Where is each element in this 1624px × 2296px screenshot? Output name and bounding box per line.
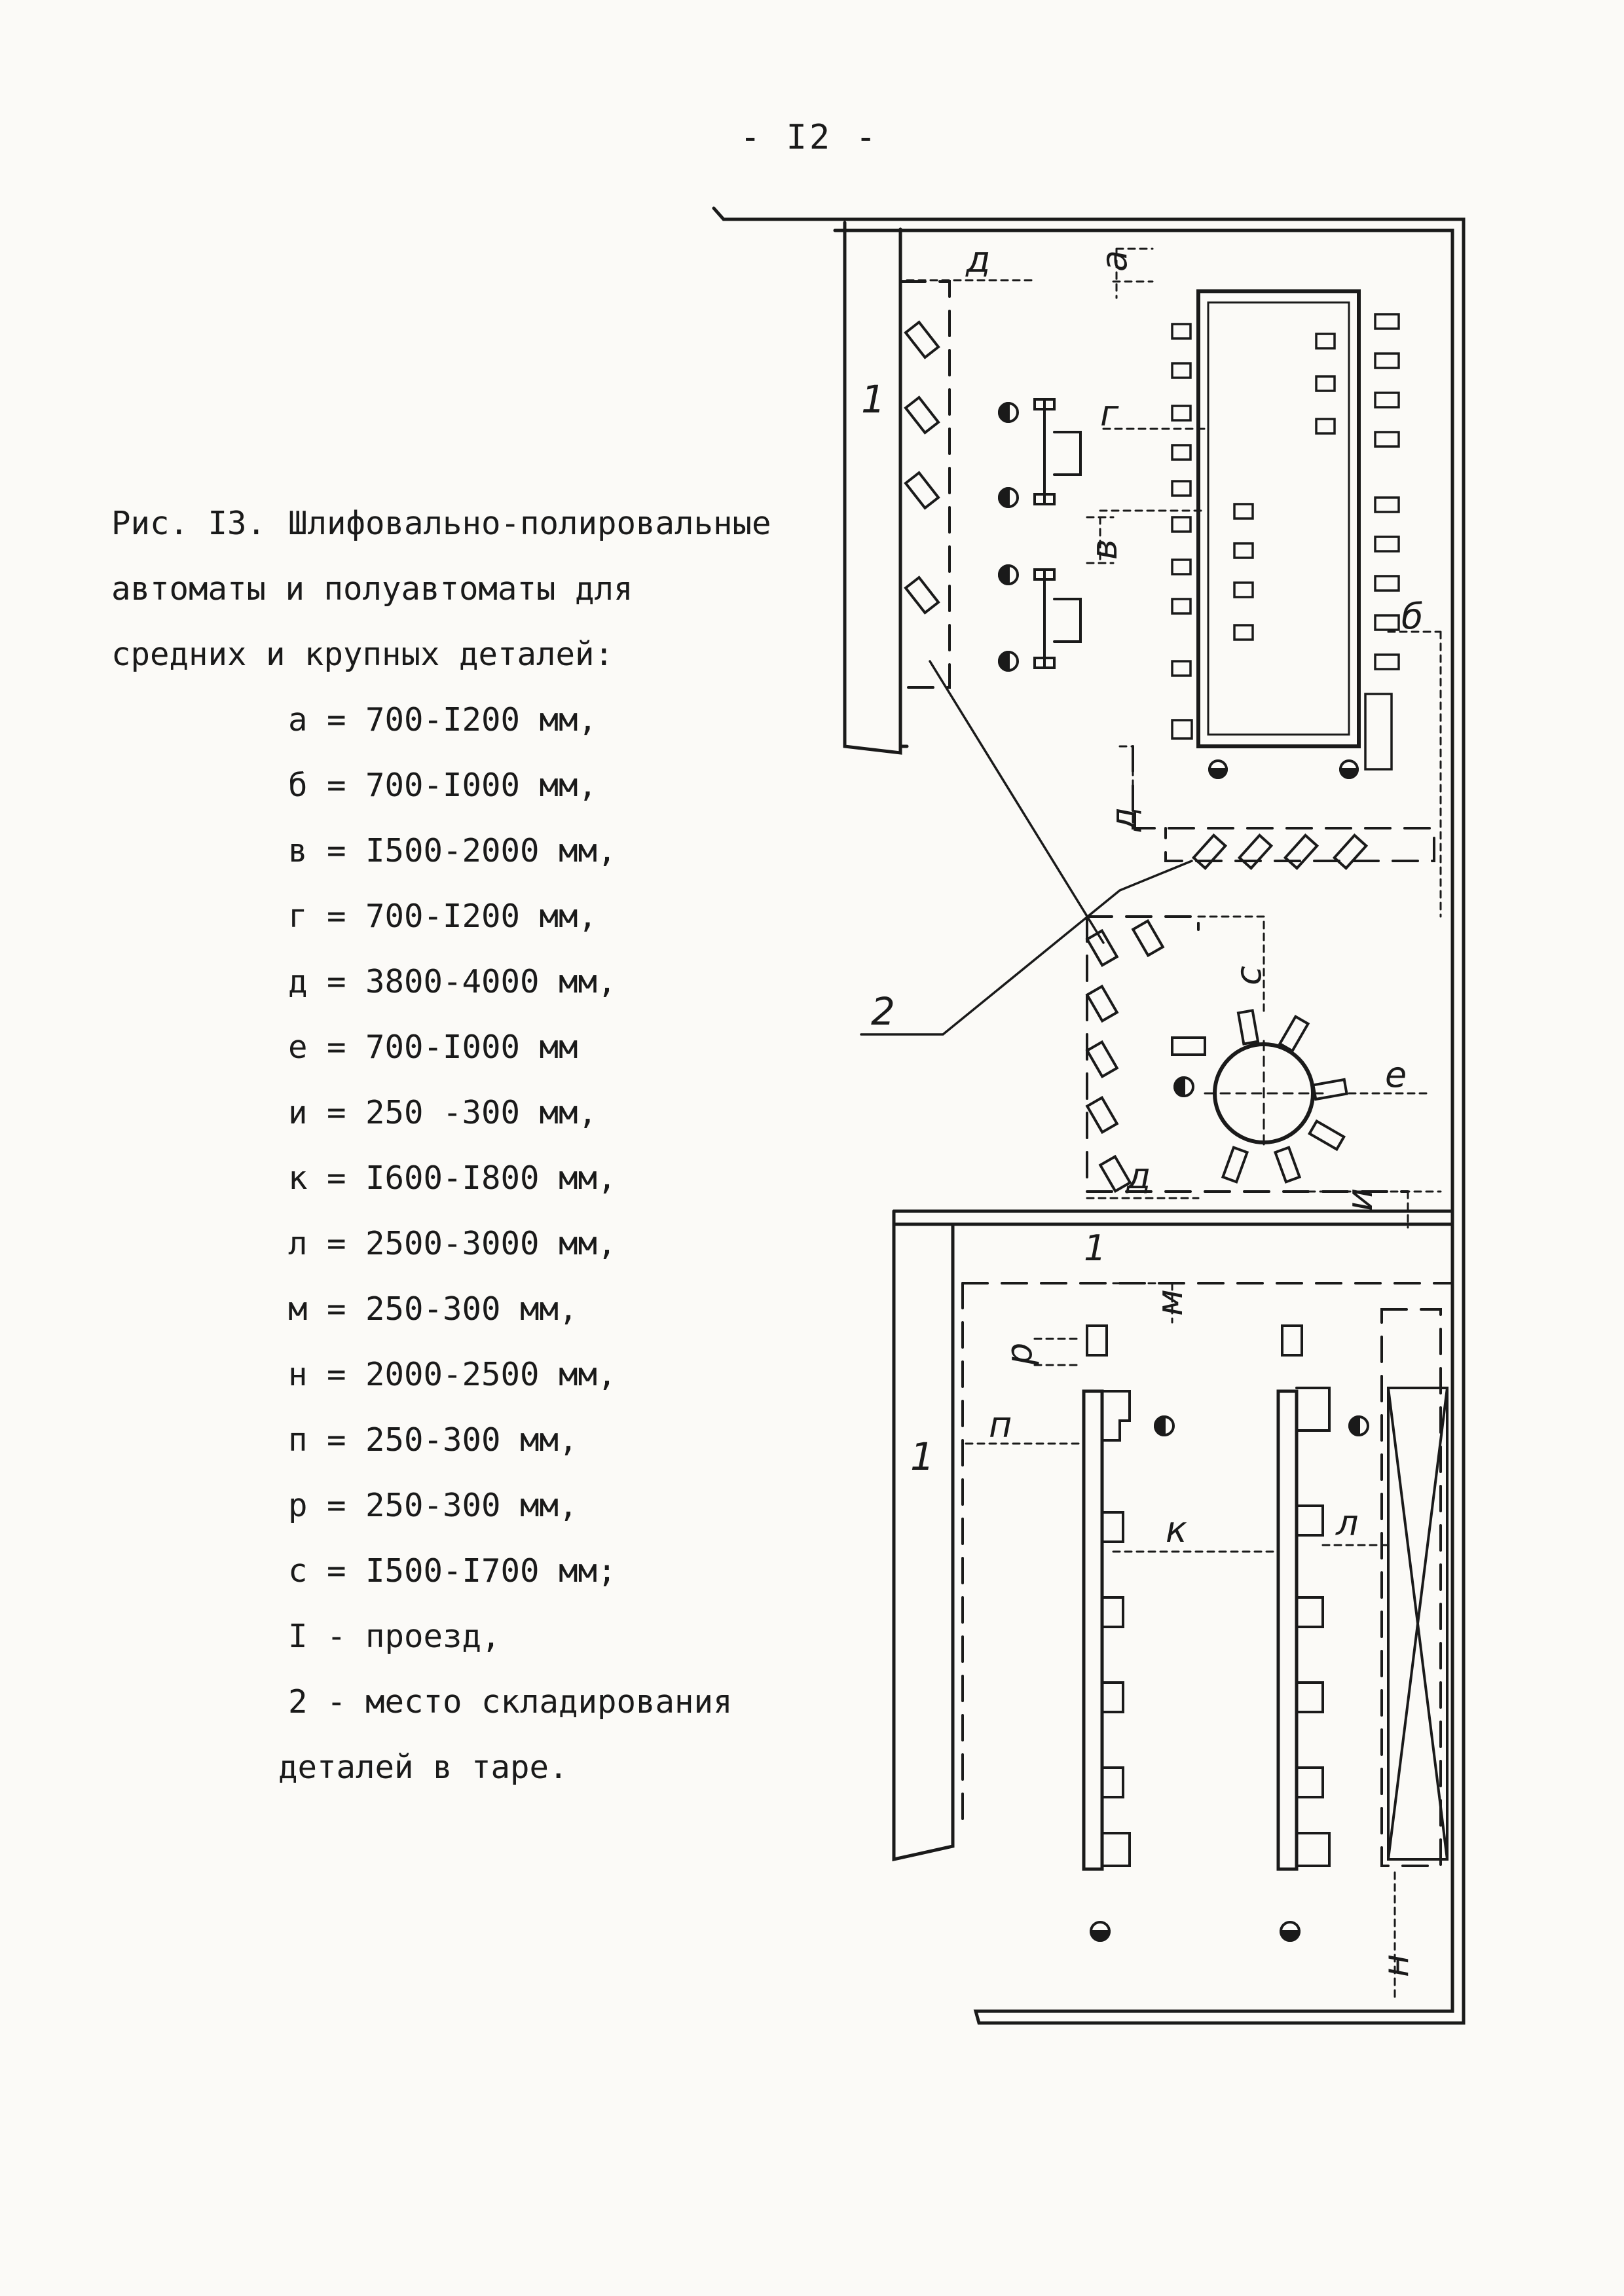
label-g: г xyxy=(1100,393,1119,434)
rack-crossed xyxy=(1387,1387,1449,1861)
dimension-m: м = 250-300 мм, xyxy=(288,1290,578,1328)
caption-title: Шлифовально-полировальные автоматы и пол… xyxy=(111,505,771,673)
dimension-e: е = 700-I000 мм xyxy=(288,1029,578,1066)
label-aisle-top: 1 xyxy=(861,377,885,422)
dimension-r: р = 250-300 мм, xyxy=(288,1487,578,1524)
page-number: - I2 - xyxy=(740,118,879,157)
label-a: а xyxy=(1094,250,1135,272)
dimension-p: п = 250-300 мм, xyxy=(288,1421,578,1459)
dimension-g: г = 700-I200 мм, xyxy=(288,898,598,935)
label-k: к xyxy=(1166,1509,1187,1550)
figure-label: Рис. I3. xyxy=(111,505,267,542)
label-d-bottom: д xyxy=(1126,1156,1151,1197)
label-m: м xyxy=(1149,1289,1190,1316)
label-b: б xyxy=(1401,596,1423,637)
label-d-mid: д xyxy=(1103,807,1145,832)
label-p: п xyxy=(989,1404,1012,1446)
enclosure-stations xyxy=(1171,313,1400,771)
legend-storage-cont: деталей в таре. xyxy=(278,1749,568,1786)
rotary-automat xyxy=(1085,919,1348,1194)
dimension-i: и = 250 -300 мм, xyxy=(288,1094,598,1131)
dimension-k: к = I600-I800 мм, xyxy=(288,1159,617,1197)
label-v: в xyxy=(1084,539,1125,560)
dimension-a: а = 700-I200 мм, xyxy=(288,701,598,738)
label-l: л xyxy=(1335,1503,1359,1544)
dimension-lines xyxy=(906,247,1442,1998)
dimension-n: н = 2000-2500 мм, xyxy=(288,1356,617,1393)
left-workpieces xyxy=(904,320,940,615)
dimension-s: с = I500-I700 мм; xyxy=(288,1552,617,1590)
diagram-labels: а д г в б д с е д и 1 м р п к л н 1 1 2 xyxy=(861,239,1423,1977)
label-e: е xyxy=(1385,1054,1407,1095)
operator-marks-top xyxy=(998,401,1359,779)
storage-leader xyxy=(860,660,1193,1036)
label-n: н xyxy=(1375,1954,1416,1977)
bottom-line-automats xyxy=(1082,1324,1303,1871)
label-i: и xyxy=(1339,1188,1380,1211)
caption-title-row: Рис. I3.Шлифовально-полировальные автома… xyxy=(111,491,779,687)
label-aisle-middle: 1 xyxy=(1084,1228,1106,1269)
top-machine-block xyxy=(1196,289,1361,748)
legend-aisle: I - проезд, xyxy=(288,1618,501,1655)
label-s: с xyxy=(1228,966,1269,985)
outer-walls xyxy=(712,206,1466,2025)
dimension-v: в = I500-2000 мм, xyxy=(288,832,617,869)
storage-row xyxy=(1191,833,1369,870)
label-storage: 2 xyxy=(871,989,895,1034)
dimension-l: л = 2500-3000 мм, xyxy=(288,1225,617,1262)
legend-storage: 2 - место складирования xyxy=(288,1683,733,1721)
dashed-zones xyxy=(899,280,1454,1867)
label-d-top: д xyxy=(965,239,990,280)
dimension-d: д = 3800-4000 мм, xyxy=(288,963,617,1000)
figure-caption: Рис. I3.Шлифовально-полировальные автома… xyxy=(111,491,779,1800)
semi-automats-top xyxy=(1033,398,1082,669)
bottom-line-heads xyxy=(1101,1387,1331,1867)
label-aisle-bottom: 1 xyxy=(910,1434,934,1479)
dimension-b: б = 700-I000 мм, xyxy=(288,767,598,804)
operator-marks-bottom xyxy=(1089,1415,1369,1942)
label-r: р xyxy=(999,1343,1040,1366)
